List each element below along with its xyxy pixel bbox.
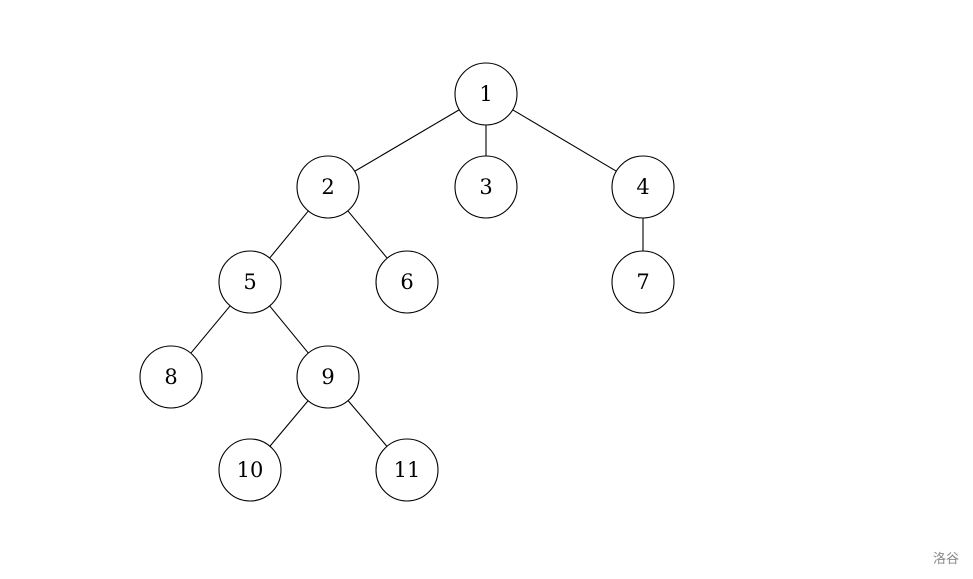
node-label: 2 (321, 175, 334, 199)
node-circle (375, 438, 439, 502)
watermark: 洛谷 (932, 552, 959, 567)
edge-9-11 (347, 400, 388, 447)
node-label: 1 (479, 82, 492, 106)
node-label: 8 (164, 365, 177, 389)
node-circle (139, 345, 203, 409)
node-circle (296, 155, 360, 219)
tree-node-2: 2 (296, 155, 360, 219)
node-circle (611, 250, 675, 314)
edge-2-5 (269, 210, 309, 259)
node-circle (611, 155, 675, 219)
node-circle (454, 155, 518, 219)
node-label: 4 (636, 175, 649, 199)
tree-node-8: 8 (139, 345, 203, 409)
node-circle (218, 438, 282, 502)
tree-node-10: 10 (218, 438, 282, 502)
tree-node-5: 5 (218, 250, 282, 314)
node-label: 7 (636, 270, 649, 294)
edge-2-6 (347, 210, 388, 259)
node-label: 5 (243, 270, 256, 294)
node-circle (296, 345, 360, 409)
edge-1-2 (354, 109, 460, 172)
node-label: 11 (394, 458, 421, 482)
tree-node-9: 9 (296, 345, 360, 409)
node-label: 9 (321, 365, 334, 389)
node-label: 6 (400, 270, 413, 294)
tree-node-11: 11 (375, 438, 439, 502)
edge-5-8 (190, 305, 231, 354)
edge-1-4 (512, 109, 617, 172)
edge-5-9 (269, 305, 309, 354)
tree-node-6: 6 (375, 250, 439, 314)
node-label: 10 (237, 458, 264, 482)
tree-node-4: 4 (611, 155, 675, 219)
node-label: 3 (479, 175, 492, 199)
edge-9-10 (269, 400, 309, 447)
tree-node-1: 1 (454, 62, 518, 126)
tree-node-7: 7 (611, 250, 675, 314)
node-circle (375, 250, 439, 314)
node-circle (218, 250, 282, 314)
node-circle (454, 62, 518, 126)
tree-node-3: 3 (454, 155, 518, 219)
